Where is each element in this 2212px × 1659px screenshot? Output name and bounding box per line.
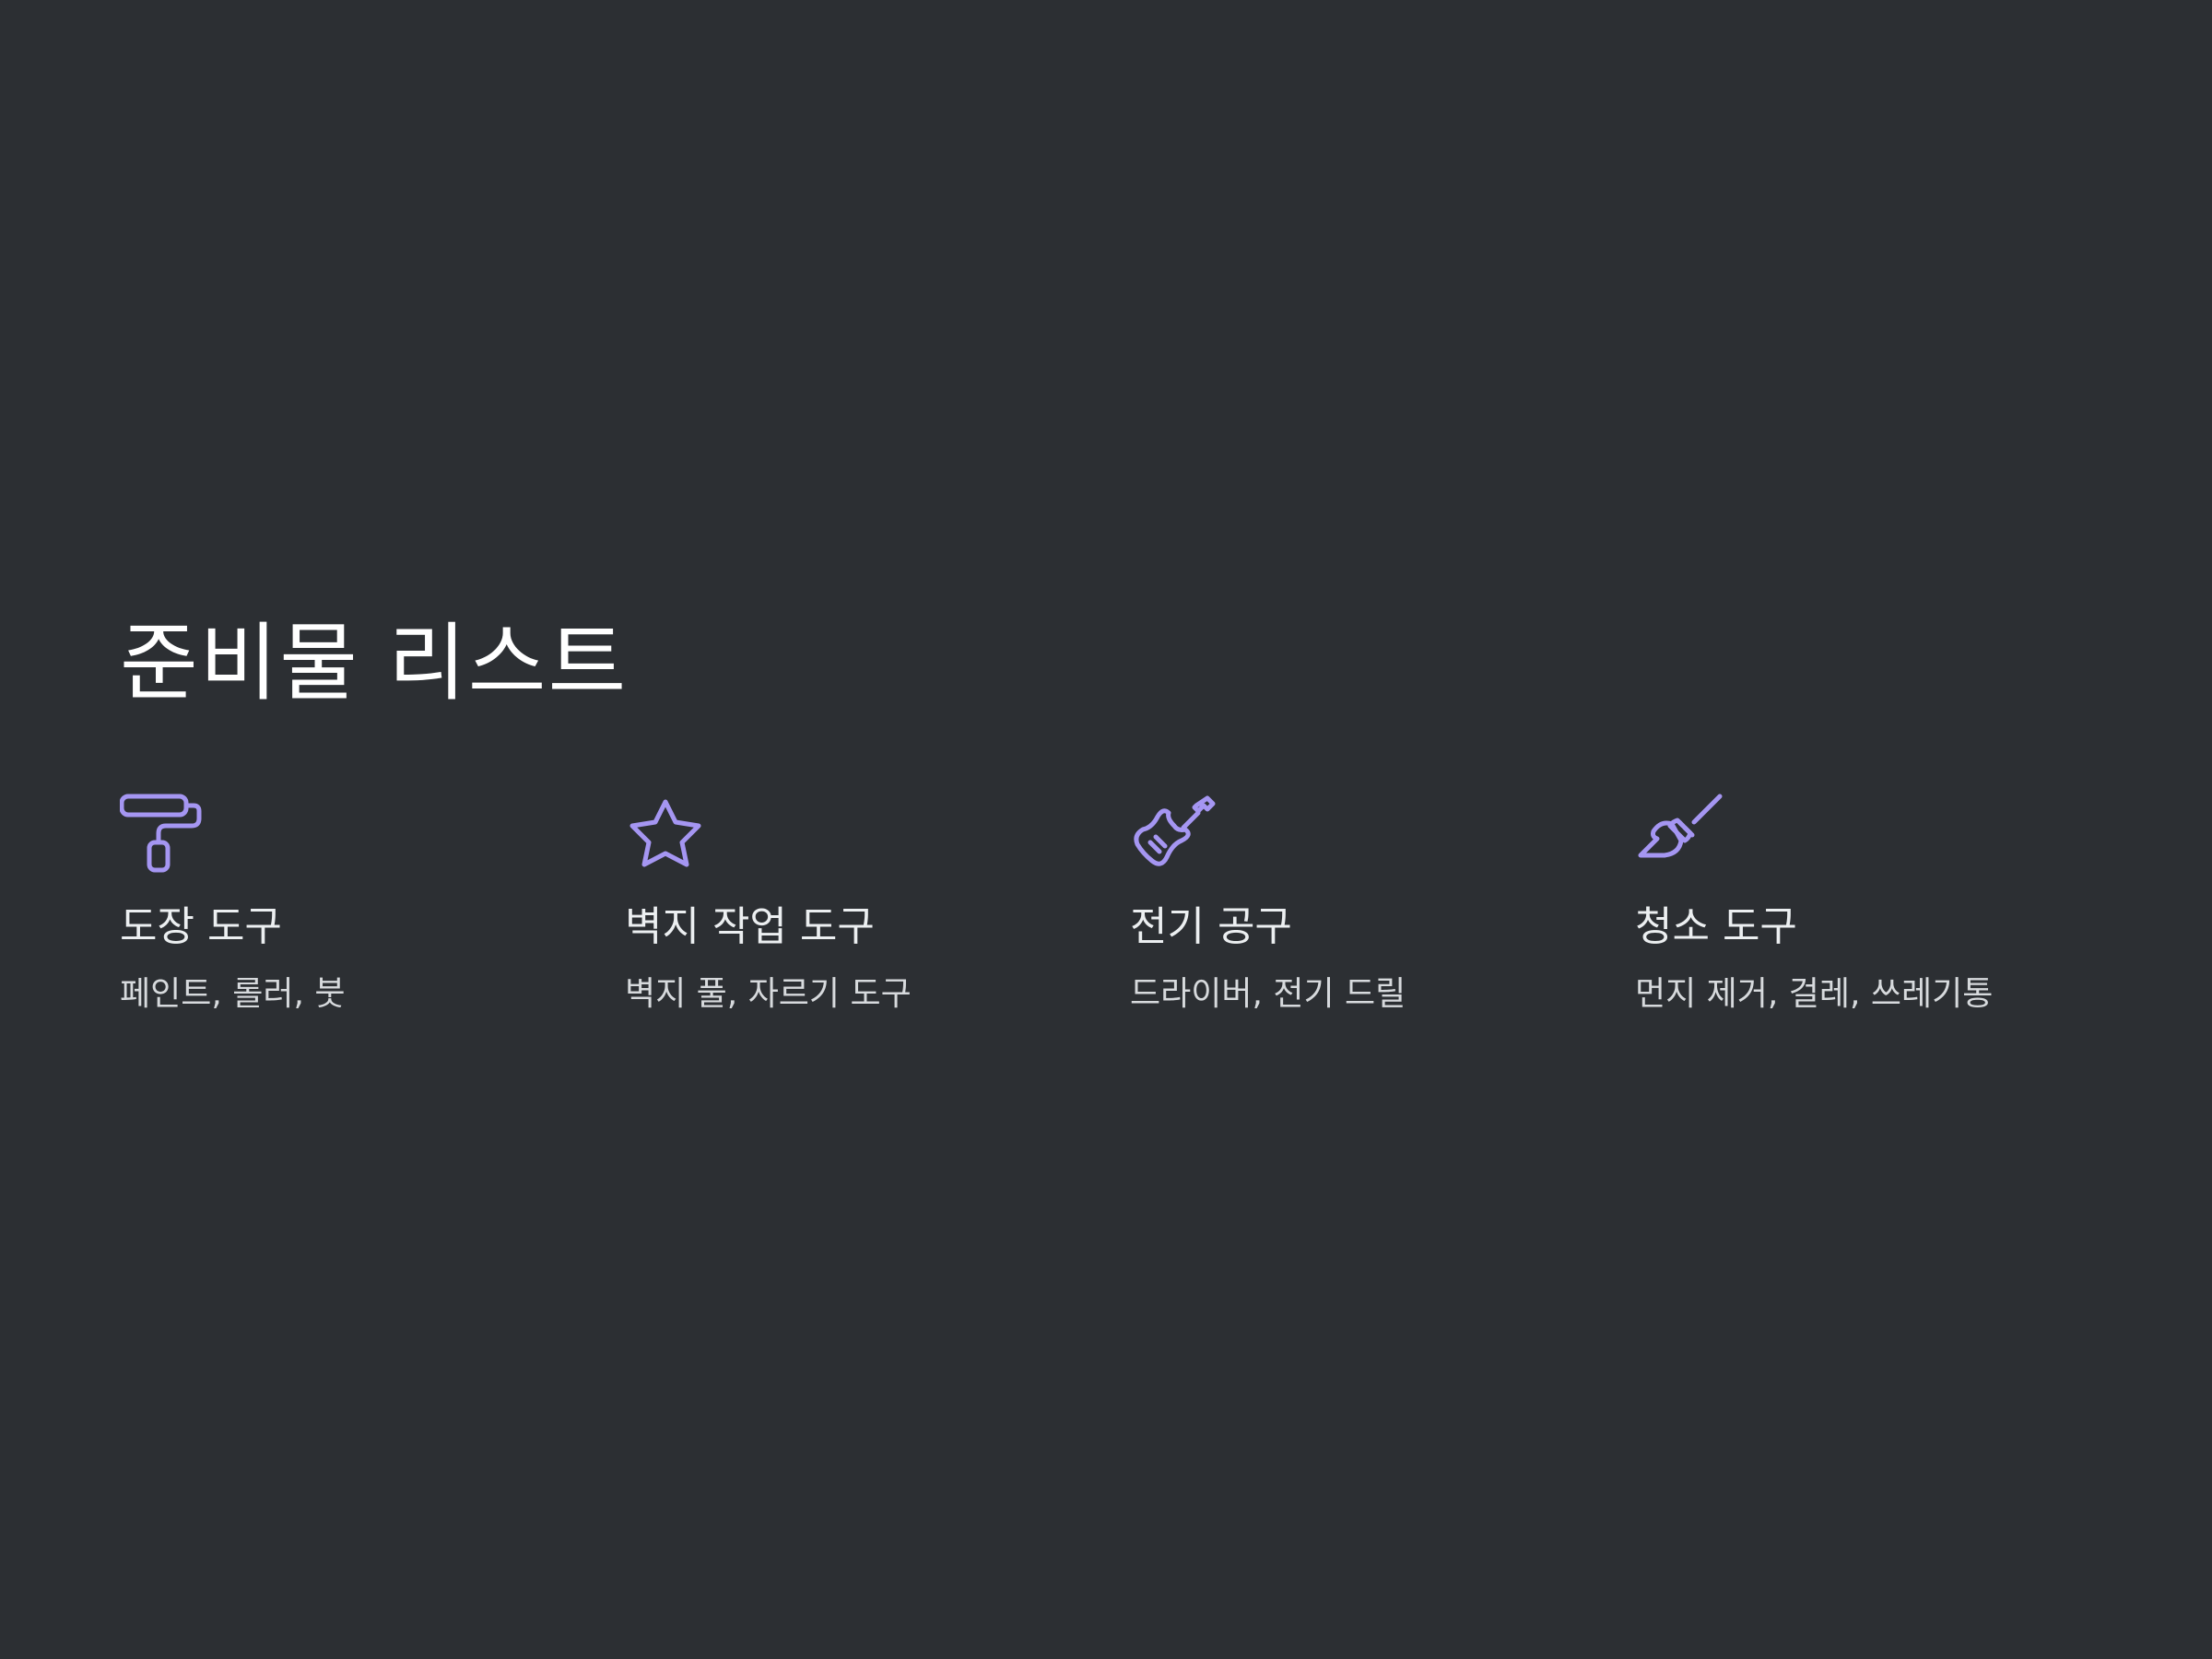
paint-roller-icon <box>120 791 208 879</box>
item-title: 도장 도구 <box>120 903 282 950</box>
item-title: 청소 도구 <box>1635 903 1797 950</box>
item-title: 벽지 작업 도구 <box>625 903 875 950</box>
list-item: 전기 공구 드라이버, 전기 드릴 <box>1130 791 1609 1016</box>
list-item: 청소 도구 먼지 제거, 걸레, 쓰레기통 <box>1635 791 2114 1016</box>
broom-icon <box>1635 791 1724 879</box>
item-description: 벽지 풀, 자르기 도구 <box>625 975 912 1013</box>
supply-list: 도장 도구 페인트, 롤러, 붓 벽지 작업 도구 벽지 풀, 자르기 도구 <box>120 791 2147 1030</box>
item-description: 먼지 제거, 걸레, 쓰레기통 <box>1635 975 1994 1013</box>
list-item: 벽지 작업 도구 벽지 풀, 자르기 도구 <box>625 791 1104 1016</box>
item-title: 전기 공구 <box>1130 903 1292 950</box>
checklist-section: 준비물 리스트 도장 도구 페인트, 롤러, 붓 벽지 작업 도구 벽지 풀, … <box>120 608 2147 1013</box>
item-description: 드라이버, 전기 드릴 <box>1130 975 1406 1013</box>
item-description: 페인트, 롤러, 붓 <box>120 975 346 1013</box>
electric-guitar-icon <box>1130 791 1218 879</box>
page-title: 준비물 리스트 <box>120 614 629 712</box>
star-icon <box>625 791 713 879</box>
list-item: 도장 도구 페인트, 롤러, 붓 <box>120 791 599 1016</box>
